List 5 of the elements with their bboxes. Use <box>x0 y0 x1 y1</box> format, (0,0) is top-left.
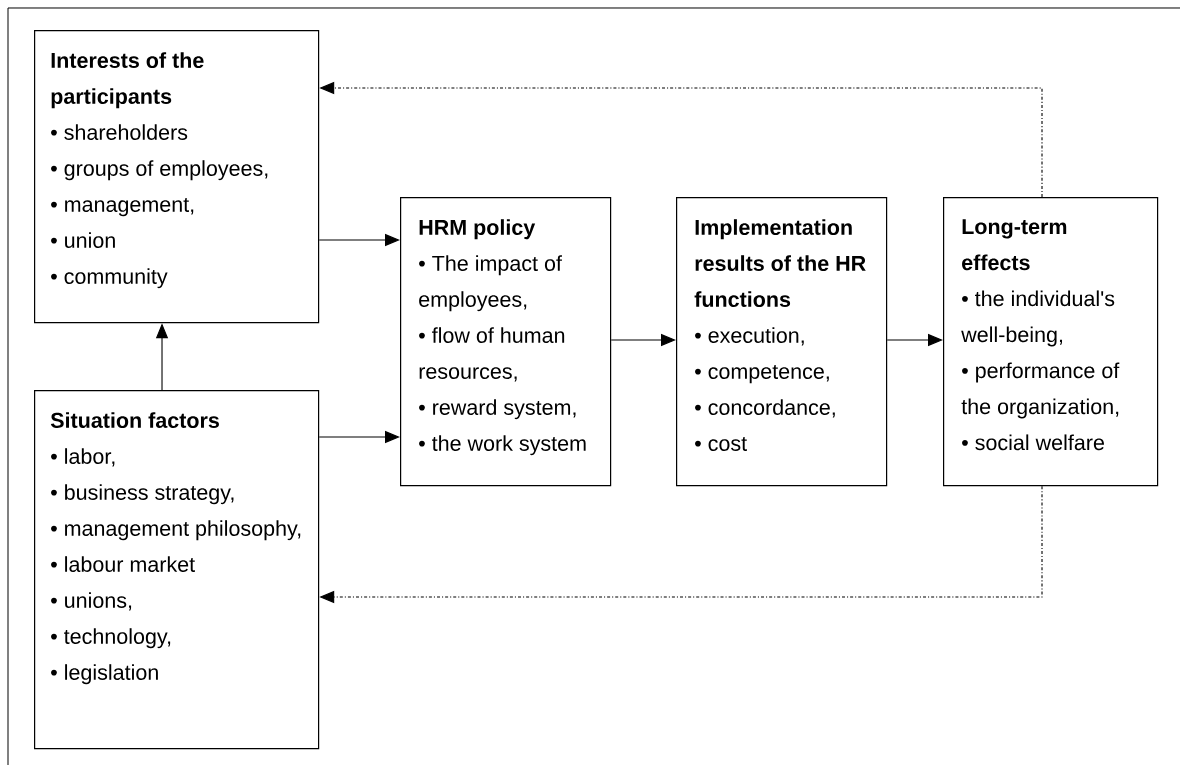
text-box: Situation factors • labor, • business strategy, • management philosophy, • labour market • unions, • technology, • legislation <box>34 390 320 750</box>
text-box: Long-term effects • the individual's well-being, • performance of the organization, • social welfare <box>943 197 1159 487</box>
text-box: HRM policy • The impact of employees, • flow of human resources, • reward system, • the work system <box>400 197 612 487</box>
text-box: Implementation results of the HR functions • execution, • competence, • concordance, • cost <box>676 197 888 487</box>
text-box: Interests of the participants • shareholders • groups of employees, • management, • union • community <box>34 30 320 324</box>
